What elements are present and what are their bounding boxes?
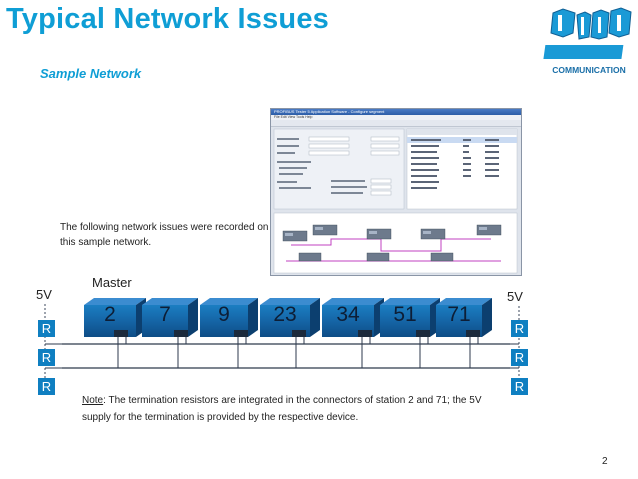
station-7-box — [142, 298, 198, 337]
station-number-34: 34 — [336, 303, 360, 326]
station-51-box — [380, 298, 440, 337]
master-label: Master — [92, 275, 132, 290]
page-number: 2 — [602, 456, 608, 467]
station-2-box — [84, 298, 146, 337]
left-resistor-top: R — [38, 320, 55, 337]
station-number-2: 2 — [104, 303, 116, 326]
station-number-23: 23 — [273, 303, 297, 326]
right-resistor-bottom: R — [511, 378, 528, 395]
left-voltage-label: 5V — [36, 287, 52, 302]
app-titlebar: PROFIBUS Tester 5 Application Software -… — [271, 109, 521, 115]
blue-communication-logo — [543, 7, 632, 59]
app-screenshot: PROFIBUS Tester 5 Application Software -… — [270, 108, 522, 276]
network-issues-note: The following network issues were record… — [60, 222, 269, 248]
app-content-drawing — [273, 128, 518, 274]
station-71-box — [436, 298, 492, 337]
right-resistor-top: R — [511, 320, 528, 337]
station-number-9: 9 — [218, 303, 230, 326]
station-number-7: 7 — [159, 303, 171, 326]
station-9-box — [200, 298, 258, 337]
station-number-51: 51 — [393, 303, 417, 326]
logo-subtext: COMMUNICATION — [552, 65, 626, 75]
slide-title: Typical Network Issues — [6, 3, 329, 35]
slide-subtitle: Sample Network — [40, 66, 142, 81]
station-23-box — [260, 298, 320, 337]
note-body: : The termination resistors are integrat… — [82, 395, 482, 423]
app-toolbar — [271, 120, 521, 127]
station-number-71: 71 — [447, 303, 471, 326]
note-prefix: Note — [82, 395, 104, 406]
left-resistor-bottom: R — [38, 378, 55, 395]
app-menubar: File Edit View Tools Help — [271, 115, 521, 120]
right-resistor-middle: R — [511, 349, 528, 366]
termination-note: Note: The termination resistors are inte… — [82, 392, 482, 426]
right-voltage-label: 5V — [507, 289, 523, 304]
left-resistor-middle: R — [38, 349, 55, 366]
